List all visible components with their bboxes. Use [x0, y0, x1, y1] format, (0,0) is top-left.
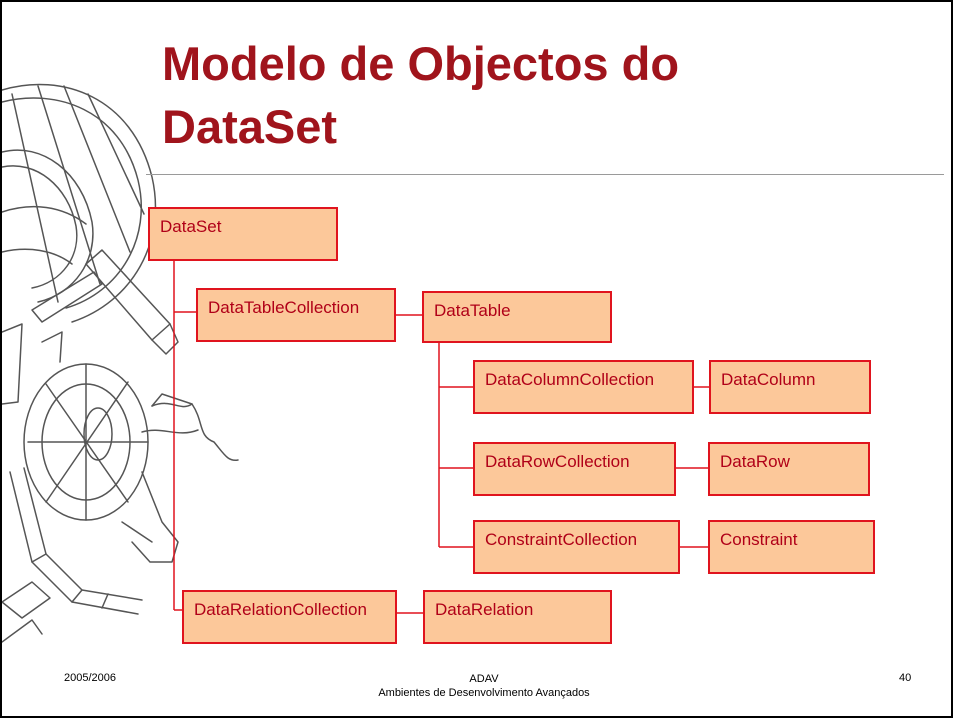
node-constraint: Constraint: [708, 520, 875, 574]
footer-course: ADAV Ambientes de Desenvolvimento Avança…: [302, 672, 666, 700]
footer-course-code: ADAV: [469, 673, 499, 685]
node-datatable-collection-label: DataTableCollection: [208, 298, 360, 317]
node-datarelation-collection-label: DataRelationCollection: [194, 600, 367, 619]
node-constraint-collection-label: ConstraintCollection: [485, 530, 638, 549]
node-datarow: DataRow: [708, 442, 870, 496]
footer-course-name: Ambientes de Desenvolvimento Avançados: [378, 687, 590, 699]
slide-title-line2: DataSet: [162, 100, 338, 153]
node-datatable-label: DataTable: [434, 301, 511, 320]
slide-title-line1: Modelo de Objectos do: [162, 37, 680, 90]
node-datatable-collection: DataTableCollection: [196, 288, 396, 342]
armillary-sphere-icon: [2, 83, 239, 643]
slide-title: Modelo de Objectos do DataSet: [162, 32, 862, 158]
node-datarelation-collection: DataRelationCollection: [182, 590, 397, 644]
title-divider: [146, 174, 944, 175]
node-dataset: DataSet: [148, 207, 338, 261]
node-datarelation-label: DataRelation: [435, 600, 534, 619]
node-dataset-label: DataSet: [160, 217, 222, 236]
node-datarow-collection-label: DataRowCollection: [485, 452, 630, 471]
node-datarelation: DataRelation: [423, 590, 612, 644]
node-datacolumn-collection-label: DataColumnCollection: [485, 370, 655, 389]
node-datarow-label: DataRow: [720, 452, 790, 471]
node-constraint-label: Constraint: [720, 530, 798, 549]
node-datacolumn: DataColumn: [709, 360, 871, 414]
node-datacolumn-label: DataColumn: [721, 370, 816, 389]
node-datacolumn-collection: DataColumnCollection: [473, 360, 694, 414]
node-datatable: DataTable: [422, 291, 612, 343]
node-datarow-collection: DataRowCollection: [473, 442, 676, 496]
footer-date: 2005/2006: [64, 672, 116, 684]
page-number: 40: [899, 672, 912, 684]
node-constraint-collection: ConstraintCollection: [473, 520, 680, 574]
